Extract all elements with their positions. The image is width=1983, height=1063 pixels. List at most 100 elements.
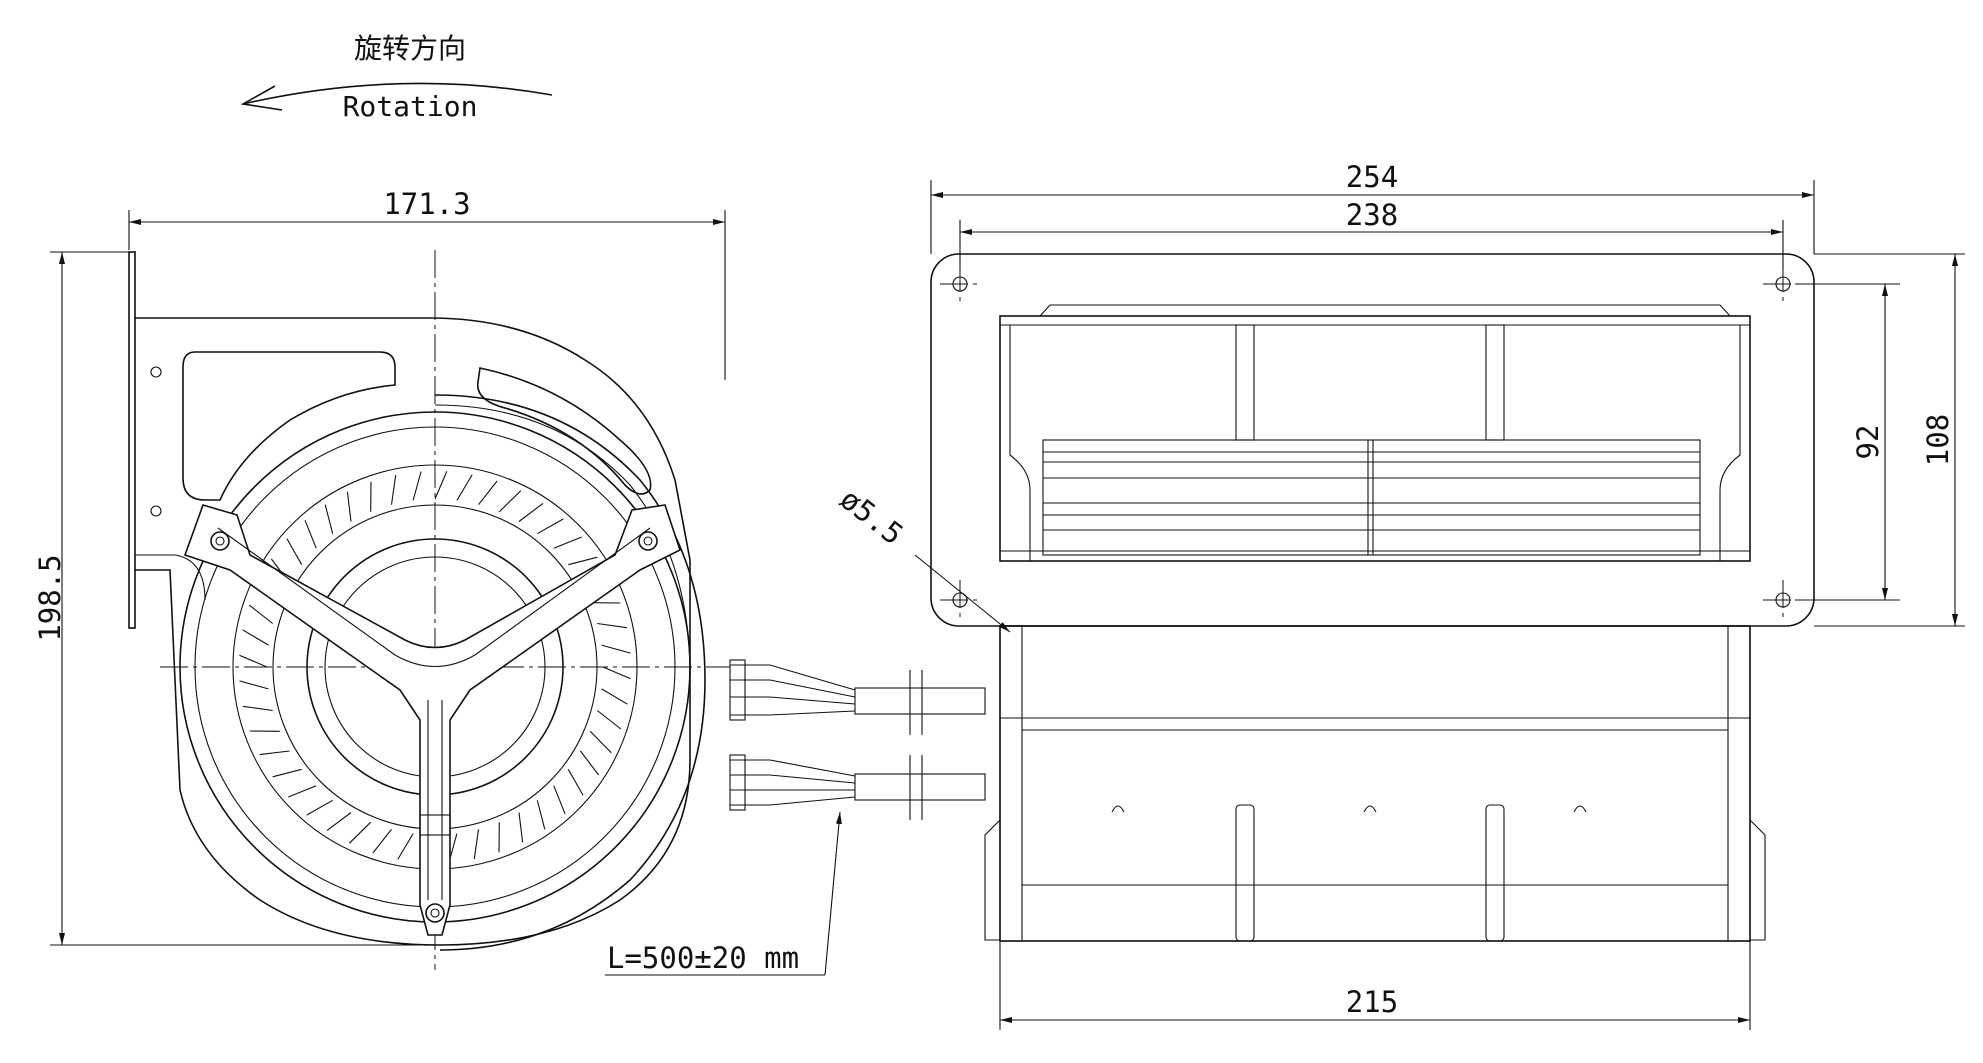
impeller-blade <box>324 504 334 534</box>
impeller-blade <box>537 518 564 535</box>
motor-bracket-stem <box>427 700 443 900</box>
impeller-blade <box>286 538 303 565</box>
bracket-screw-left-inner <box>215 536 225 546</box>
flange-hole-bottom <box>150 505 162 517</box>
impeller-blade <box>478 480 498 506</box>
cable-length-label: L=500±20 mm <box>607 941 799 975</box>
impeller-blade <box>602 666 631 680</box>
mounting-flange <box>128 251 136 629</box>
housing-foot-right <box>1749 819 1766 941</box>
impeller-blade <box>304 520 317 549</box>
dimension-front-height-label: 108 <box>1921 414 1955 466</box>
impeller-blade <box>567 769 584 796</box>
bracket-screw-bottom-inner <box>430 908 440 918</box>
impeller-blade <box>242 705 273 712</box>
bracket-screw-left <box>210 531 230 551</box>
impeller-blade <box>601 688 628 705</box>
impeller-blade <box>596 710 622 730</box>
impeller-blade <box>348 821 372 844</box>
dimension-hole-diameter: ø5.5 <box>834 482 1011 633</box>
outlet-side-left <box>1009 325 1031 561</box>
dimension-front-inner-width: 238 <box>959 198 1784 270</box>
impeller-blade <box>397 833 414 860</box>
impeller-blade <box>498 490 522 513</box>
rotation-label-cn: 旋转方向 <box>354 32 466 65</box>
impeller-blade <box>580 750 600 776</box>
flange-back-plate <box>135 317 691 946</box>
impeller-blade <box>434 471 448 500</box>
impeller-blade <box>248 604 274 624</box>
impeller-blade <box>568 556 598 566</box>
housing-tab-1 <box>1111 805 1125 813</box>
flange-hole-top <box>150 366 162 378</box>
impeller-blade <box>272 768 302 778</box>
bracket-screw-right <box>638 531 658 551</box>
dimension-side-height: 198.5 <box>33 251 430 946</box>
flange-inner-edge <box>135 554 206 601</box>
impeller-blade <box>601 644 631 654</box>
impeller-blade <box>372 828 392 854</box>
housing-tab-3 <box>1573 805 1587 813</box>
outlet-opening <box>999 315 1751 562</box>
impeller-blade <box>239 680 269 690</box>
outlet-rib-right <box>1485 324 1505 441</box>
impeller-blade <box>536 800 546 830</box>
housing-side-right <box>1727 625 1751 942</box>
dimension-front-inner-width-label: 238 <box>1346 198 1398 232</box>
housing-side-left <box>999 625 1023 942</box>
impeller-blade <box>390 474 397 505</box>
outlet-lip-top <box>1039 304 1731 317</box>
impeller-blade <box>473 829 480 860</box>
outlet-side-right <box>1719 325 1741 561</box>
bracket-clip <box>419 814 451 836</box>
rotation-arrowhead <box>240 85 283 111</box>
dimension-side-width-label: 171.3 <box>383 187 470 221</box>
bracket-screw-right-inner <box>643 536 653 546</box>
housing-foot-left <box>984 819 1001 941</box>
housing-rib-right <box>1485 804 1505 942</box>
front-view: 254 238 92 108 ø5.5 <box>834 160 1965 1030</box>
dimension-housing-width-label: 215 <box>1346 985 1398 1019</box>
impeller-blade <box>412 471 422 501</box>
impeller-blade <box>326 812 352 832</box>
impeller-blade <box>288 785 317 798</box>
lead-wires <box>729 659 986 820</box>
dimension-hole-diameter-label: ø5.5 <box>834 482 910 552</box>
housing-tab-2 <box>1363 805 1377 813</box>
back-plate-window <box>182 351 396 501</box>
impeller-blade <box>259 750 290 756</box>
dimension-front-outer-width: 254 <box>930 160 1815 254</box>
rotation-label-en: Rotation <box>343 90 478 123</box>
bracket-screw-bottom <box>425 903 445 923</box>
dimension-side-height-label: 198.5 <box>33 554 67 641</box>
side-view: 171.3 198.5 L=500±20 mm <box>33 187 986 976</box>
outlet-louvres <box>1042 439 1701 556</box>
impeller-blade <box>589 730 612 754</box>
impeller-blade <box>242 629 269 646</box>
scroll-housing-outer <box>434 394 706 951</box>
motor-bracket-inner <box>217 527 651 668</box>
dimension-front-height: 108 <box>1814 253 1965 627</box>
rotation-indicator: 旋转方向 Rotation <box>240 32 553 123</box>
impeller-blade <box>306 799 333 816</box>
impeller-blade <box>553 536 582 549</box>
outlet-rib-left <box>1235 324 1255 441</box>
impeller-blade <box>553 785 566 814</box>
dimension-side-width: 171.3 <box>128 187 726 380</box>
dimension-front-outer-width-label: 254 <box>1346 160 1398 194</box>
motor-bracket <box>183 504 681 936</box>
back-plate-slot <box>476 367 652 495</box>
impeller-blade <box>518 502 544 522</box>
impeller-blade <box>346 491 352 522</box>
dimension-hole-spacing-label: 92 <box>1851 425 1885 460</box>
housing-rib-left <box>1235 804 1255 942</box>
housing-body <box>999 625 1751 942</box>
flange-holes <box>940 264 1803 620</box>
impeller-blade <box>239 654 268 668</box>
dimension-hole-spacing: 92 <box>1795 283 1900 601</box>
rotation-arrow <box>242 82 553 105</box>
impeller-blade <box>597 622 628 629</box>
impeller-blade <box>518 812 524 843</box>
impeller-blade <box>456 474 473 501</box>
